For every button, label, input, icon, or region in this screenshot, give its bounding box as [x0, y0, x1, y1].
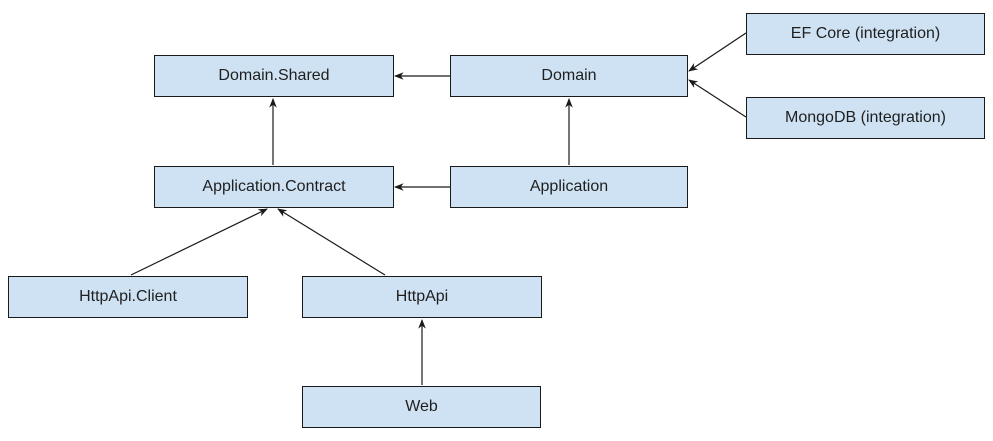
- node-mongodb-integration: MongoDB (integration): [746, 97, 985, 139]
- node-web: Web: [302, 386, 541, 428]
- node-ef-core-integration: EF Core (integration): [746, 13, 985, 55]
- node-httpapi: HttpApi: [302, 276, 542, 318]
- node-application: Application: [450, 166, 688, 208]
- edge-httpapi-to-application-contract: [277, 208, 386, 276]
- edge-mongodb-to-domain: [688, 79, 747, 118]
- edge-httpapi-client-to-application-contract: [130, 208, 268, 276]
- node-application-contract: Application.Contract: [154, 166, 394, 208]
- node-domain: Domain: [450, 55, 688, 97]
- edge-ef-core-to-domain: [688, 32, 747, 72]
- node-httpapi-client: HttpApi.Client: [8, 276, 248, 318]
- node-domain-shared: Domain.Shared: [154, 55, 394, 97]
